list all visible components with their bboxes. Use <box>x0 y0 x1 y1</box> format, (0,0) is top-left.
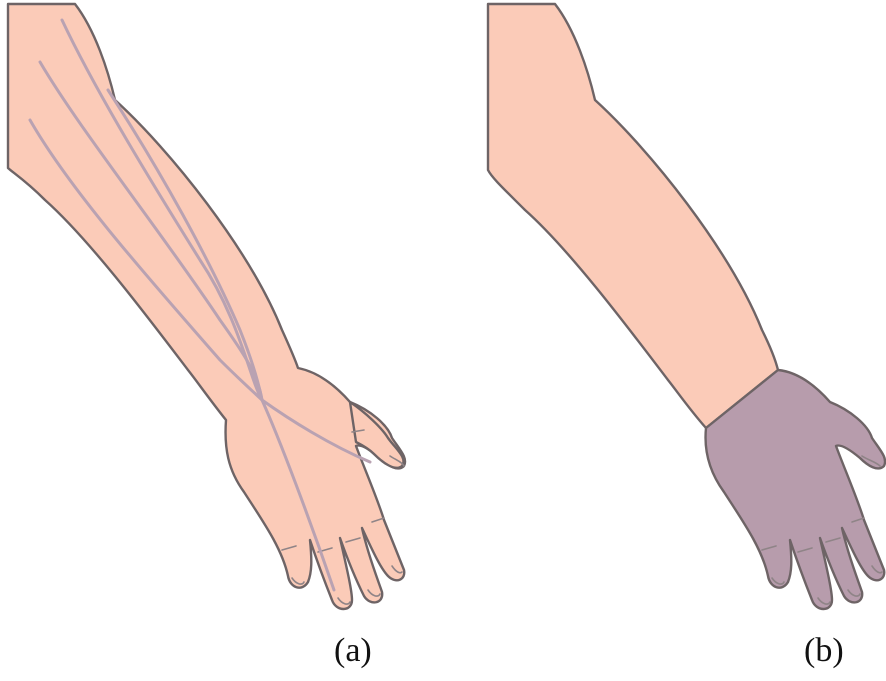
panel-b-arm-glove-area <box>488 4 885 609</box>
panel-a-arm-nerve-lines <box>8 4 405 609</box>
hand-b-shaded <box>706 370 886 609</box>
panel-label-b: (b) <box>804 632 844 670</box>
arm-a <box>8 4 405 609</box>
arm-b <box>488 4 778 428</box>
panel-label-a: (a) <box>334 632 372 670</box>
